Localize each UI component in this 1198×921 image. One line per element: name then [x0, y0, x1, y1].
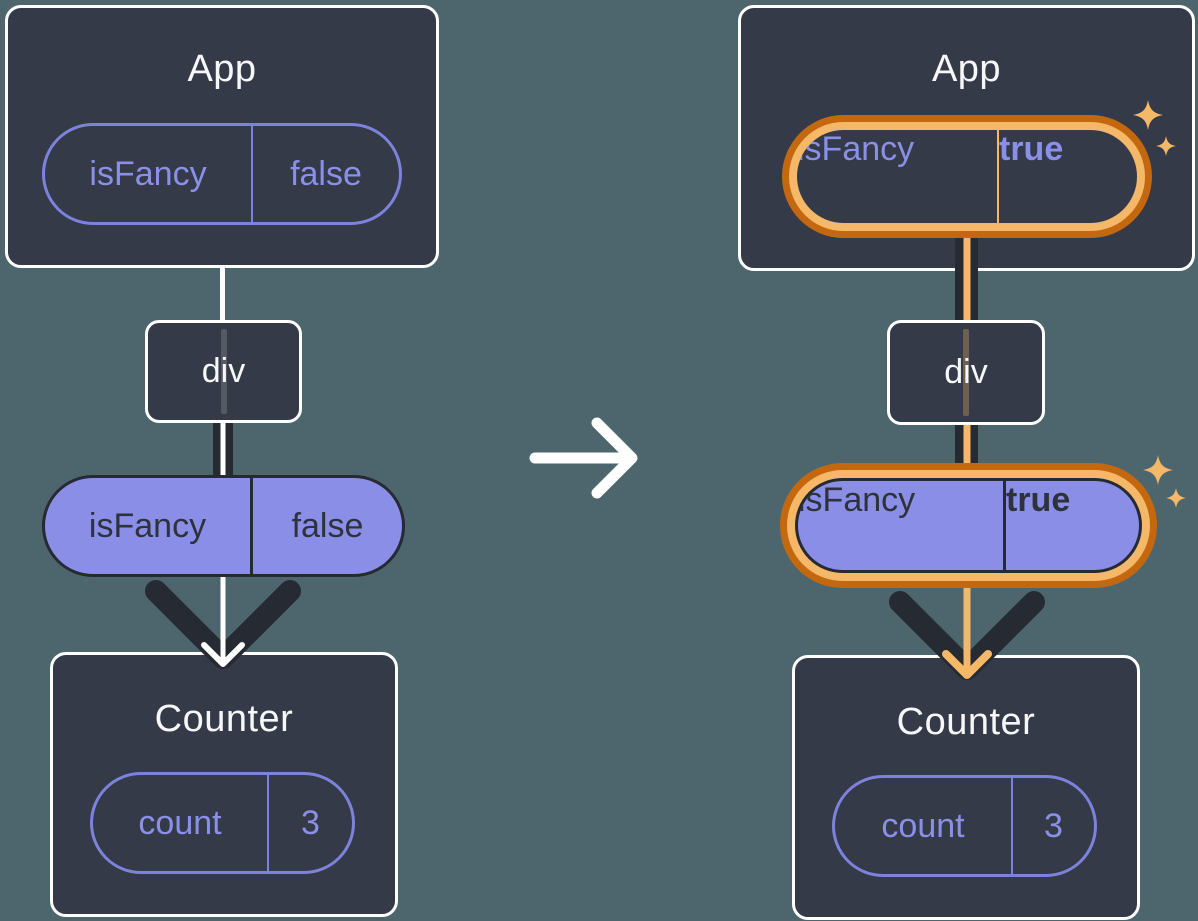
prop-pill-isfancy-after-highlight: isFancy true	[780, 463, 1157, 588]
highlight-ring: isFancy true	[787, 470, 1150, 581]
state-name: count	[835, 778, 1013, 874]
arrow-down-icon	[145, 577, 301, 669]
div-label: div	[944, 353, 988, 391]
prop-flow-line-highlighted	[955, 236, 978, 322]
sparkle-icon	[1166, 488, 1186, 508]
state-value: 3	[1044, 806, 1063, 845]
prop-pill-isfancy-before: isFancy false	[42, 475, 405, 577]
div-label: div	[201, 352, 246, 390]
prop-value: true	[1006, 481, 1071, 519]
state-pill-isfancy-after-highlight: isFancy true	[782, 115, 1152, 238]
prop-flow-line	[213, 421, 233, 477]
app-title: App	[931, 48, 1002, 90]
arrow-down-icon	[889, 588, 1045, 680]
state-name: isFancy	[797, 130, 999, 223]
prop-pill-isfancy-after: isFancy true	[795, 478, 1142, 573]
app-card-before: App isFancy false	[5, 5, 439, 268]
div-node-before: div	[145, 320, 302, 423]
tree-edge-line	[220, 266, 225, 322]
pass-through-line	[220, 329, 227, 414]
prop-value: false	[291, 506, 364, 545]
counter-title: Counter	[154, 698, 294, 740]
sparkle-icon	[1156, 136, 1176, 156]
sparkle-icon	[1133, 100, 1163, 130]
counter-card-before: Counter count 3	[50, 652, 398, 917]
arrow-right-icon	[529, 417, 638, 499]
state-pill-isfancy-before: isFancy false	[42, 123, 402, 225]
sparkle-icon	[1143, 455, 1173, 485]
prop-flow-core	[220, 421, 226, 477]
state-pill-count-before: count 3	[90, 772, 355, 874]
state-value: false	[290, 154, 362, 193]
prop-name: isFancy	[798, 481, 1006, 570]
state-name: count	[93, 775, 269, 871]
state-value: 3	[301, 803, 320, 842]
state-pill-count-after: count 3	[832, 775, 1097, 877]
prop-flow-core	[963, 236, 970, 322]
state-pill-isfancy-after: isFancy true	[797, 130, 1137, 223]
prop-flow-core	[963, 423, 970, 465]
prop-flow-line-highlighted	[955, 423, 978, 465]
counter-card-after: Counter count 3	[792, 655, 1140, 920]
state-name: isFancy	[45, 126, 253, 222]
highlight-ring: isFancy true	[789, 122, 1145, 231]
app-title: App	[187, 48, 257, 90]
div-node-after: div	[887, 320, 1045, 425]
state-value: true	[999, 130, 1064, 168]
pass-through-line	[963, 329, 969, 416]
counter-title: Counter	[896, 701, 1036, 743]
prop-name: isFancy	[45, 478, 253, 574]
